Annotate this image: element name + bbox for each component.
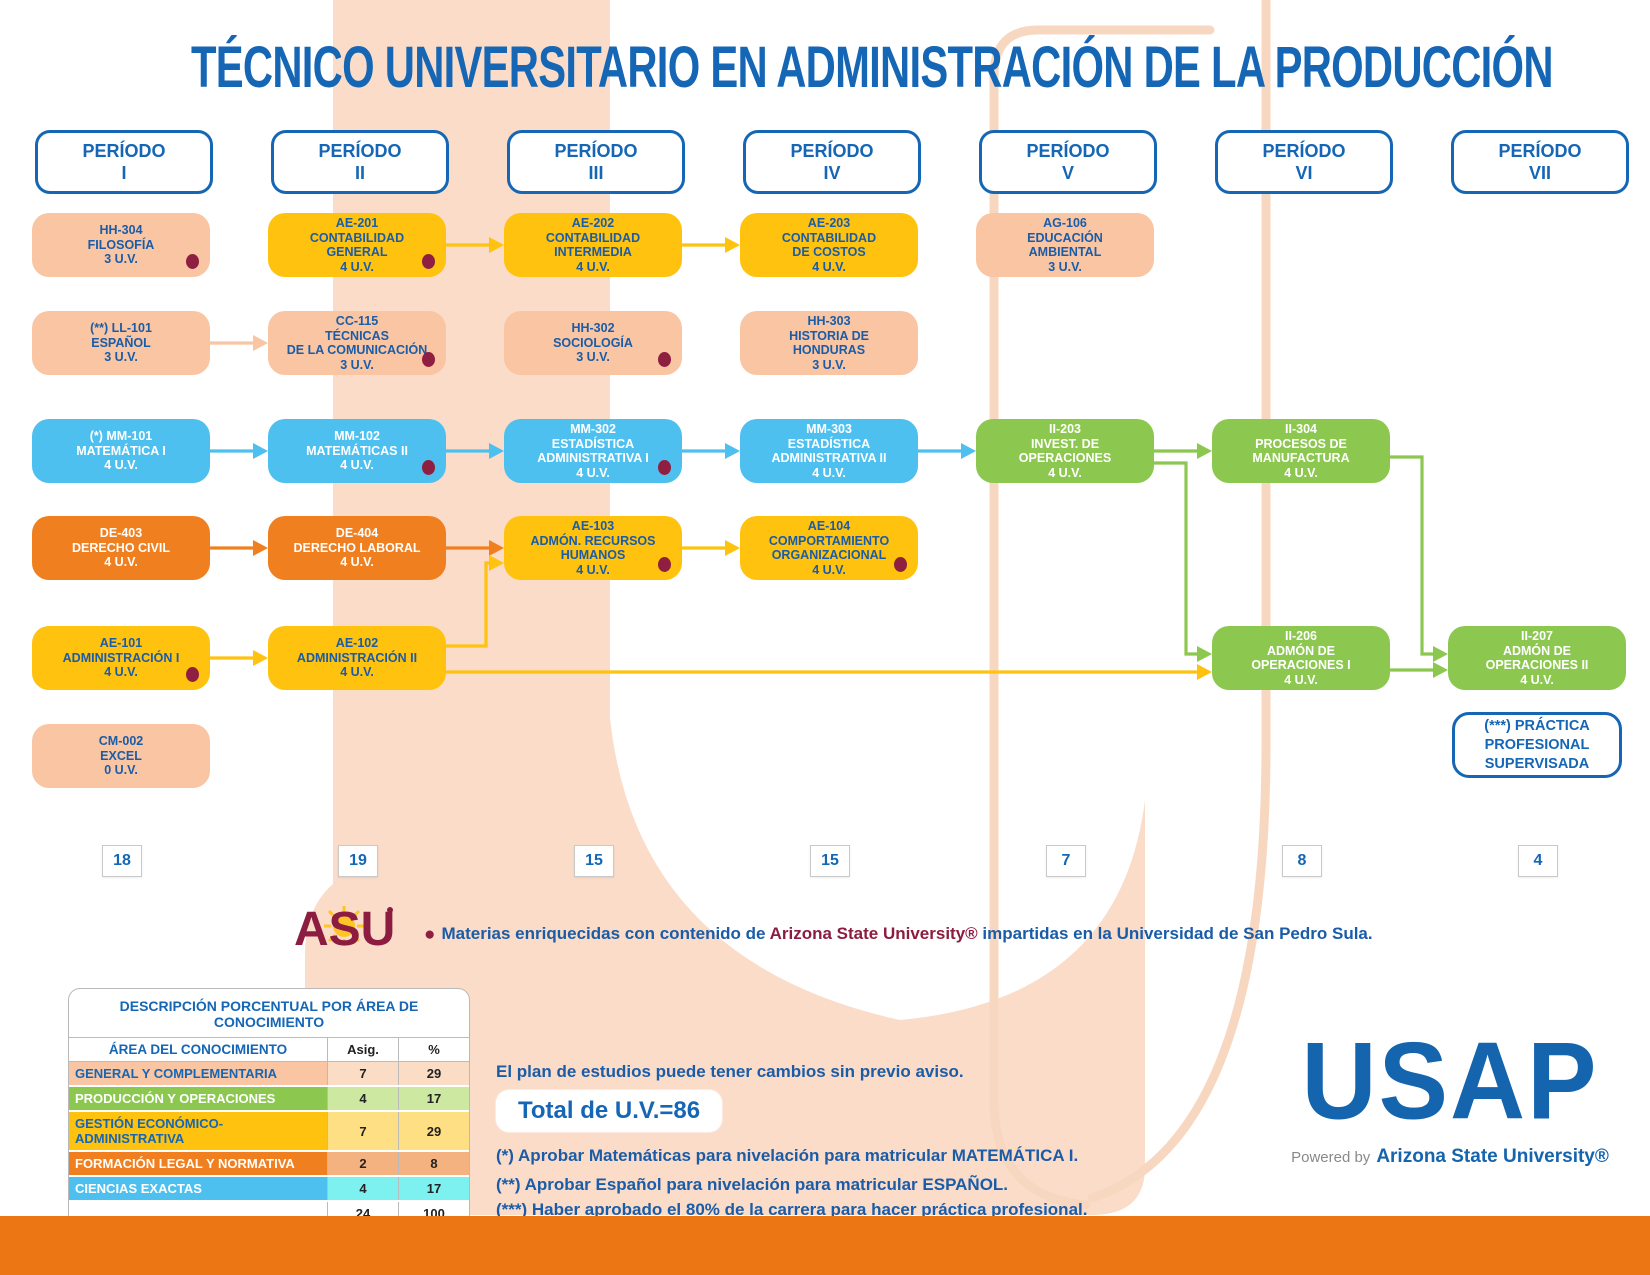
arrow-DE-403-DE-404 <box>210 540 268 556</box>
arrow-AE-102-AE-103 <box>446 555 504 648</box>
knowledge-area-table: DESCRIPCIÓN PORCENTUAL POR ÁREA DE CONOC… <box>68 988 470 1228</box>
asu-content-dot-icon <box>422 352 435 367</box>
note-practica: (***) Haber aprobado el 80% de la carrer… <box>496 1200 1088 1219</box>
usap-logo-text: USAP <box>1301 1021 1599 1143</box>
arrow-AE-201-AE-202 <box>446 237 504 253</box>
arrow-MM-101-MM-102 <box>210 443 268 459</box>
note-espanol: (**) Aprobar Español para nivelación par… <box>496 1175 1009 1194</box>
period-uv-total-I: 18 <box>102 845 142 877</box>
arrow-AE-101-AE-102 <box>210 650 268 666</box>
arrow-AE-102-II-206 <box>446 664 1212 680</box>
arrow-II-203-II-206 <box>1154 461 1212 662</box>
asu-content-dot-icon <box>658 557 671 572</box>
arrow-DE-404-AE-103 <box>446 540 504 556</box>
arrow-AE-202-AE-203 <box>682 237 740 253</box>
arrow-II-203-II-304 <box>1154 443 1212 459</box>
period-uv-total-VI: 8 <box>1282 845 1322 877</box>
asu-logo-text: ASU <box>294 903 395 956</box>
asu-logo: ASU <box>286 900 406 956</box>
arrow-MM-302-MM-303 <box>682 443 740 459</box>
bottom-orange-bar <box>0 1216 1650 1275</box>
note-matematica: (*) Aprobar Matemáticas para nivelación … <box>496 1146 1079 1165</box>
asu-content-dot-icon <box>422 460 435 475</box>
maroon-dot-icon: ● <box>424 924 436 945</box>
asu-brand-text: Arizona State University® <box>1376 1146 1609 1167</box>
arrow-MM-303-II-203 <box>918 443 976 459</box>
table-title: DESCRIPCIÓN PORCENTUAL POR ÁREA DE CONOC… <box>119 998 419 1030</box>
asu-content-dot-icon <box>658 352 671 367</box>
asu-content-dot-icon <box>186 254 199 269</box>
asu-content-dot-icon <box>894 557 907 572</box>
period-uv-total-IV: 15 <box>810 845 850 877</box>
col-header-pct: % <box>398 1037 469 1062</box>
page-title: TÉCNICO UNIVERSITARIO EN ADMINISTRACIÓN … <box>191 35 1553 100</box>
asu-content-dot-icon <box>422 254 435 269</box>
asu-content-dot-icon <box>186 667 199 682</box>
period-uv-total-V: 7 <box>1046 845 1086 877</box>
total-uv-badge: Total de U.V.=86 <box>496 1090 723 1132</box>
arrow-II-304-II-207 <box>1390 455 1448 662</box>
col-header-asig: Asig. <box>327 1037 399 1062</box>
period-uv-total-VII: 4 <box>1518 845 1558 877</box>
arrow-II-206-II-207 <box>1390 662 1448 678</box>
col-header-area: ÁREA DEL CONOCIMIENTO <box>69 1037 328 1062</box>
period-uv-total-III: 15 <box>574 845 614 877</box>
arrow-MM-102-MM-302 <box>446 443 504 459</box>
asu-sunburst-icon <box>324 906 364 946</box>
period-uv-total-II: 19 <box>338 845 378 877</box>
asu-content-dot-icon <box>658 460 671 475</box>
usap-logo: USAP Powered by Arizona State University® <box>1285 1021 1615 1168</box>
asu-enriched-note: ●Materias enriquecidas con contenido de … <box>424 924 1373 945</box>
disclaimer-text: El plan de estudios puede tener cambios … <box>496 1062 964 1081</box>
powered-by-label: Powered by <box>1291 1149 1371 1166</box>
arrow-AE-103-AE-104 <box>682 540 740 556</box>
arrow-LL-101-CC-115 <box>210 335 268 351</box>
